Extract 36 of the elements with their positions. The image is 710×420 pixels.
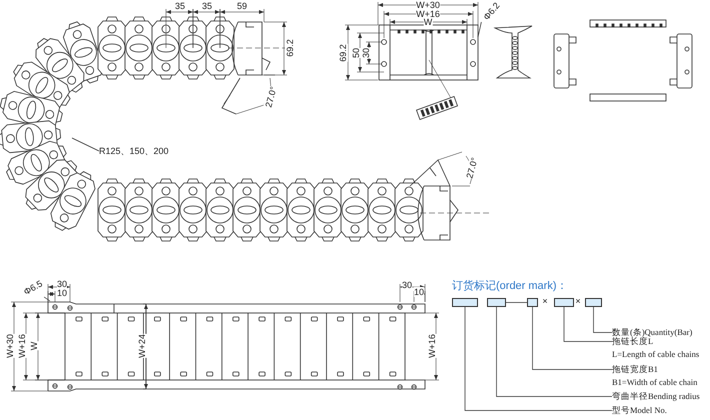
- dimension-label: W+16: [17, 334, 27, 358]
- dimension-label: 30: [361, 48, 371, 58]
- dimension-label: W+16: [416, 9, 440, 19]
- entry-box: [487, 298, 506, 307]
- dimension-label: W: [29, 342, 39, 350]
- dimension-label: 35: [202, 1, 212, 11]
- dimension-label: Φ6.5: [22, 278, 44, 297]
- dimension-label: W+30: [5, 334, 15, 358]
- callout-text: 型号Model No.: [612, 404, 667, 417]
- dimension-label: 10: [57, 288, 67, 298]
- dimension-label: W: [424, 17, 432, 27]
- callout-text: 数量(条)Quantity(Bar): [612, 326, 692, 337]
- dimension-label: W+30: [416, 0, 440, 10]
- entry-box: [585, 298, 602, 307]
- heading: 订货标记(order mark)：: [452, 279, 568, 293]
- callout-text: 弯曲半径Bending radius: [612, 390, 700, 403]
- times-sign: ×: [575, 296, 581, 306]
- dimension-label: 30: [57, 279, 67, 289]
- dimension-label: W+16: [427, 334, 437, 358]
- dimension-label: 59: [237, 1, 247, 11]
- entry-box: [554, 298, 574, 307]
- callout-text: L=Length of cable chains: [612, 348, 700, 361]
- dimension-label: 69.2: [338, 44, 348, 62]
- dimension-label: R125、150、200: [99, 146, 169, 156]
- callout-text: B1=Width of cable chain: [612, 376, 698, 389]
- callout-text: 拖链长度L: [612, 336, 654, 348]
- dimension-label: 69.2: [285, 39, 295, 57]
- dimension-label: 35: [175, 1, 185, 11]
- entry-box: [527, 298, 538, 307]
- dimension-label: 50: [351, 48, 361, 58]
- callout-text: 拖链宽度B1: [612, 363, 659, 376]
- dimension-label: 10: [414, 287, 424, 297]
- entry-box: [452, 298, 478, 307]
- times-sign: ×: [542, 296, 548, 306]
- dimension-label: 30: [402, 280, 412, 290]
- dimension-label: W+24: [137, 334, 147, 358]
